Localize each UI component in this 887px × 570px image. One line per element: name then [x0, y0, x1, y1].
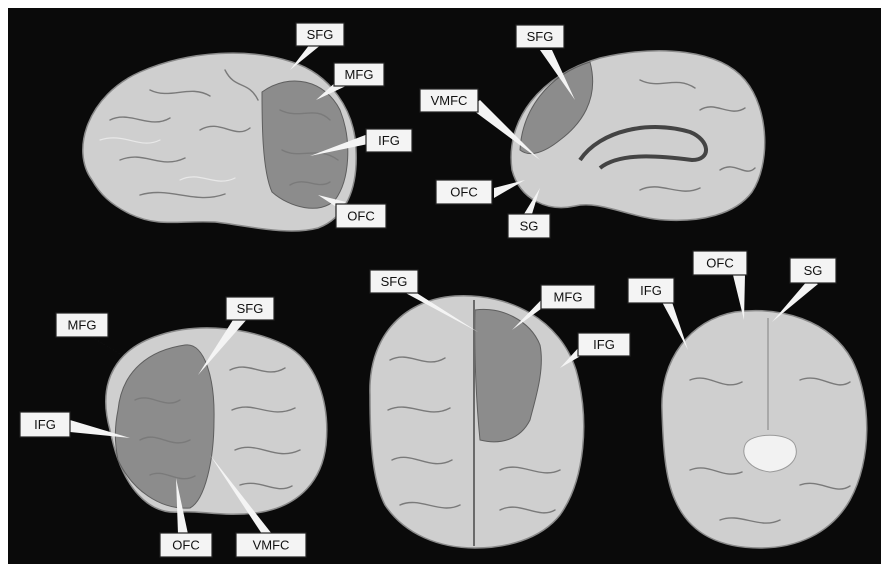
svg-text:SFG: SFG: [307, 27, 334, 42]
svg-text:OFC: OFC: [172, 538, 199, 553]
label-frontal-vmfc: VMFC: [236, 533, 306, 557]
svg-text:IFG: IFG: [593, 337, 615, 352]
label-frontal-ofc: OFC: [160, 533, 212, 557]
label-dorsal-ifg: IFG: [578, 333, 630, 356]
label-medial-sfg: SFG: [516, 25, 564, 48]
label-ventral-ifg: IFG: [628, 278, 674, 303]
svg-text:SFG: SFG: [237, 301, 264, 316]
label-ventral-sg: SG: [790, 258, 836, 283]
label-medial-vmfc: VMFC: [420, 89, 478, 112]
svg-text:SG: SG: [804, 263, 823, 278]
label-frontal-ifg: IFG: [20, 412, 70, 437]
ventral-brain: [662, 311, 867, 548]
svg-text:OFC: OFC: [347, 209, 374, 224]
label-dorsal-mfg: MFG: [541, 285, 595, 309]
svg-text:SFG: SFG: [527, 29, 554, 44]
label-medial-sg: SG: [508, 214, 550, 238]
svg-text:VMFC: VMFC: [253, 538, 290, 553]
svg-text:SG: SG: [520, 219, 539, 234]
label-medial-ofc: OFC: [436, 180, 492, 204]
svg-text:OFC: OFC: [450, 185, 477, 200]
svg-text:MFG: MFG: [68, 318, 97, 333]
svg-text:VMFC: VMFC: [431, 93, 468, 108]
label-ventral-ofc: OFC: [693, 251, 747, 275]
svg-text:IFG: IFG: [378, 133, 400, 148]
label-frontal-sfg: SFG: [226, 297, 274, 320]
label-frontal-mfg: MFG: [56, 313, 108, 337]
svg-text:IFG: IFG: [640, 283, 662, 298]
svg-text:MFG: MFG: [554, 290, 583, 305]
svg-text:OFC: OFC: [706, 256, 733, 271]
label-dorsal-sfg: SFG: [370, 270, 418, 293]
label-lateral-ofc: OFC: [336, 204, 386, 228]
svg-text:MFG: MFG: [345, 67, 374, 82]
panel-frontal-view: [106, 328, 327, 514]
svg-text:SFG: SFG: [381, 274, 408, 289]
svg-text:IFG: IFG: [34, 417, 56, 432]
label-lateral-sfg: SFG: [296, 23, 344, 46]
panel-dorsal-view: [370, 296, 584, 548]
label-lateral-mfg: MFG: [334, 63, 384, 86]
panel-ventral-view: [662, 311, 867, 548]
label-lateral-ifg: IFG: [366, 129, 412, 152]
